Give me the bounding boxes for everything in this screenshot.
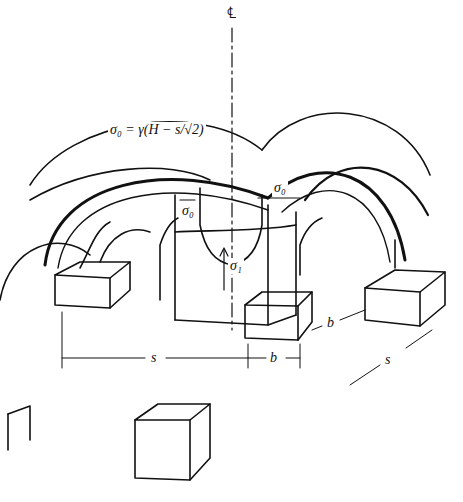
dimension-label: s	[383, 352, 392, 368]
dimension-label: b	[268, 350, 279, 366]
stress-label: σ₁	[228, 258, 244, 274]
stress-formula: σ₀ = γ(H − s/√2)	[108, 122, 206, 138]
dimension-label: b	[325, 315, 336, 331]
stress-label: σ₀	[180, 203, 196, 219]
centerline-symbol: ℄	[225, 4, 238, 22]
stress-label: σ₀	[272, 180, 288, 196]
dimension-label: s	[149, 350, 158, 366]
